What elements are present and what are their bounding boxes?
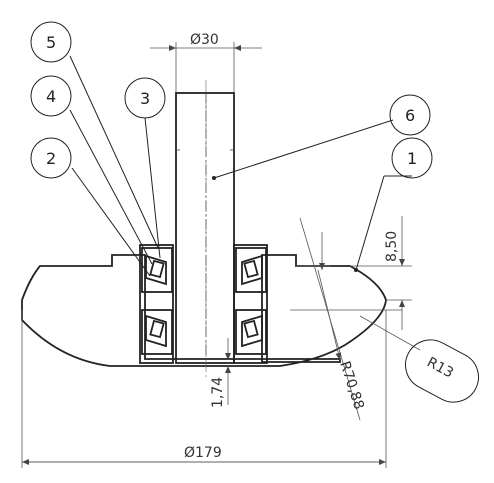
dim-shaft-diameter: Ø30 xyxy=(150,32,262,92)
dim-height-850: 8,50 xyxy=(350,216,412,330)
balloon-3-label: 3 xyxy=(140,89,150,108)
dim-height-850-text: 8,50 xyxy=(384,231,400,262)
balloon-6: 6 xyxy=(389,94,431,136)
balloon-2: 2 xyxy=(30,137,72,179)
balloon-4-label: 4 xyxy=(46,87,56,106)
balloon-4: 4 xyxy=(30,75,72,117)
balloon-5-label: 5 xyxy=(46,33,56,52)
dim-height-174: 1,74 xyxy=(210,338,231,408)
balloon-5: 5 xyxy=(30,21,72,63)
dim-base-diameter-text: Ø179 xyxy=(184,445,222,461)
dim-shaft-diameter-text: Ø30 xyxy=(190,32,219,48)
balloon-1: 1 xyxy=(391,137,433,179)
bearing-lower-right xyxy=(235,309,267,355)
shaft xyxy=(175,92,235,364)
balloon-2-label: 2 xyxy=(46,149,56,168)
dim-radius-large-text: R70,88 xyxy=(336,359,367,411)
dim-base-diameter: Ø179 xyxy=(21,310,387,468)
dim-radius-small-text: R13 xyxy=(424,354,456,381)
balloon-leaders xyxy=(69,55,412,277)
dim-radius-large: R70,88 xyxy=(317,269,367,412)
balloon-6-label: 6 xyxy=(405,106,415,125)
bearing-lower-left xyxy=(141,309,173,355)
balloon-1-label: 1 xyxy=(407,149,417,168)
dim-height-174-text: 1,74 xyxy=(210,377,226,408)
balloon-3: 3 xyxy=(124,77,166,119)
dim-radius-small: R13 xyxy=(359,315,479,403)
bearing-upper-right xyxy=(235,247,267,293)
base-body xyxy=(21,254,387,367)
